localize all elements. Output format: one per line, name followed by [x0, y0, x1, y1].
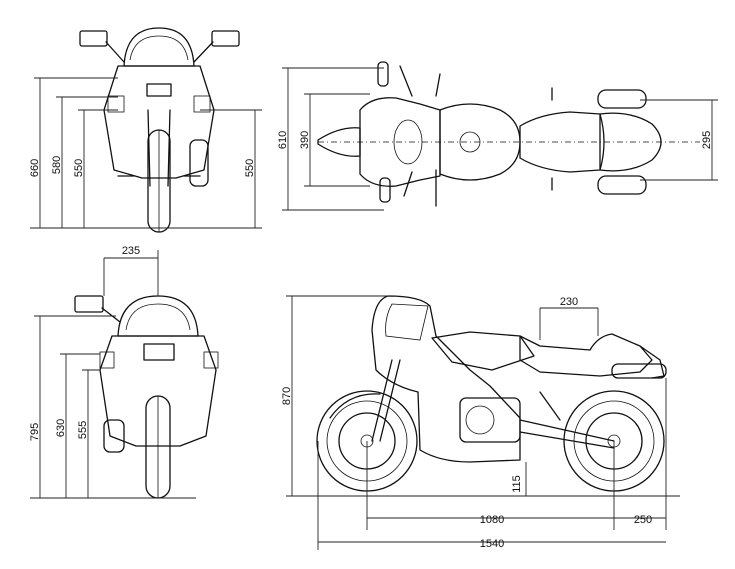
- rear-windscreen: [117, 295, 199, 337]
- front-fairing: [103, 65, 215, 179]
- dim-250: 250: [634, 514, 652, 526]
- top-fairing: [359, 97, 441, 187]
- top-mirror-left: [377, 61, 389, 87]
- front-right-mirror: [211, 30, 240, 47]
- rear-body: [99, 335, 217, 447]
- dim-1540: 1540: [480, 538, 504, 550]
- rear-left-mirror: [74, 295, 104, 313]
- dim-230: 230: [560, 296, 578, 308]
- top-mirror-right: [379, 177, 391, 203]
- side-seat: [519, 333, 653, 377]
- front-view: [30, 27, 262, 233]
- front-windscreen: [123, 27, 195, 67]
- dim-580: 580: [51, 156, 63, 174]
- top-view: [282, 61, 718, 211]
- side-engine: [459, 397, 521, 443]
- dim-555: 555: [77, 421, 89, 439]
- dim-870: 870: [281, 387, 293, 405]
- rear-view: [30, 250, 219, 499]
- dim-795: 795: [29, 423, 41, 441]
- dim-235: 235: [122, 245, 140, 257]
- dim-630: 630: [55, 419, 67, 437]
- front-exhaust: [189, 139, 209, 187]
- side-exhaust: [611, 363, 667, 379]
- dim-550-left: 550: [73, 159, 85, 177]
- dim-660: 660: [29, 159, 41, 177]
- rear-taillight: [143, 343, 175, 361]
- dim-550-right: 550: [244, 159, 256, 177]
- side-fuel-tank: [431, 331, 535, 371]
- dim-610: 610: [277, 131, 289, 149]
- rear-exhaust: [103, 419, 125, 453]
- top-exhaust-lower: [597, 175, 647, 195]
- dim-390: 390: [299, 131, 311, 149]
- dim-115: 115: [511, 475, 523, 493]
- top-exhaust-upper: [597, 89, 647, 109]
- side-fairing: [371, 295, 521, 463]
- top-tail: [599, 112, 662, 172]
- top-seat: [519, 111, 605, 173]
- dim-295: 295: [701, 131, 713, 149]
- front-left-mirror: [79, 30, 108, 47]
- side-view: [286, 295, 680, 550]
- dim-1080: 1080: [480, 514, 504, 526]
